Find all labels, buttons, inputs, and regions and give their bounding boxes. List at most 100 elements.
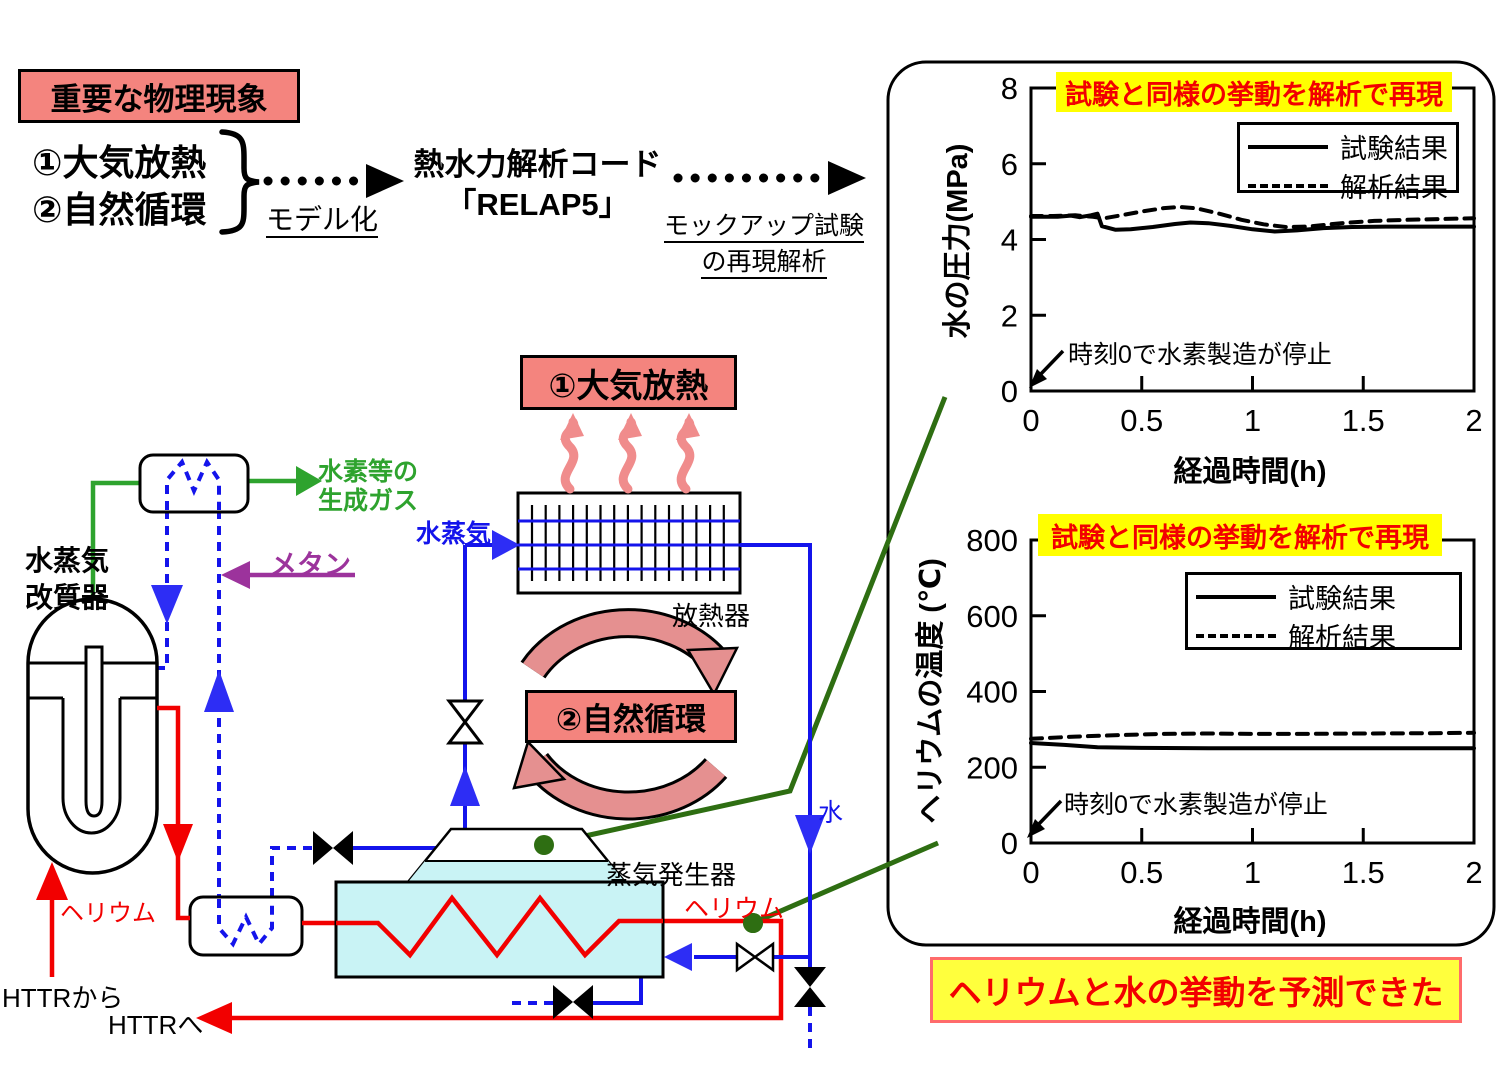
conclusion-text: ヘリウムと水の挙動を予測できた	[948, 974, 1444, 1011]
chart2-annotation: 時刻0で水素製造が停止	[1064, 791, 1328, 819]
valve-open-steam-icon	[445, 699, 485, 745]
httr-from-label: HTTRから	[2, 983, 124, 1013]
process-gas-coils	[165, 457, 274, 948]
atmospheric-release-box: ①大気放熱	[520, 355, 737, 410]
radiator	[516, 491, 742, 595]
mockup-arrow-label-line2: の再現解析	[658, 242, 870, 279]
y-tick-label: 800	[966, 523, 1018, 558]
dashed-line-sample-icon	[1196, 633, 1276, 638]
product-gas-label: 水素等の 生成ガス	[318, 458, 419, 515]
methane-pipe	[221, 561, 355, 589]
x-tick-label: 0.5	[1120, 855, 1163, 890]
chart1-xlabel: 経過時間(h)	[1173, 456, 1327, 488]
natural-circulation-box: ②自然循環	[525, 690, 737, 743]
y-tick-label: 200	[966, 750, 1018, 785]
x-tick-label: 1.5	[1342, 855, 1385, 890]
x-tick-label: 1	[1244, 403, 1261, 438]
httr-return-arrow-icon	[196, 1002, 232, 1034]
httr-to-label: HTTRへ	[108, 1010, 204, 1040]
legend-row-test: 試験結果	[1248, 127, 1448, 166]
key-phenomena-title: 重要な物理現象	[50, 81, 268, 117]
series-line-1	[1029, 730, 1476, 741]
result-panel-frame	[886, 60, 1496, 947]
chart2-banner: 試験と同様の挙動を解析で再現	[1038, 514, 1442, 556]
valve-closed-bottom-icon	[794, 967, 826, 1007]
helium-label-sg: ヘリウム	[684, 895, 785, 923]
conclusion-box: ヘリウムと水の挙動を予測できた	[930, 957, 1462, 1023]
phenomenon-1-label: ①大気放熱	[32, 142, 207, 183]
phenomenon-2-label: ②自然循環	[32, 189, 207, 230]
y-tick-label: 600	[966, 599, 1018, 634]
y-tick-label: 0	[1001, 826, 1018, 861]
annotation-arrow-top	[1029, 349, 1065, 388]
key-phenomena-title-box: 重要な物理現象	[18, 69, 300, 123]
methane-arrow-icon	[221, 561, 250, 589]
legend-row-test: 試験結果	[1196, 577, 1451, 616]
series-line-0	[1029, 211, 1476, 234]
y-tick-label: 4	[1001, 223, 1018, 258]
water-steam-pipes-dashed	[508, 1001, 812, 1050]
x-tick-label: 1	[1244, 855, 1261, 890]
valve-open-water-icon	[735, 941, 775, 973]
x-tick-label: 2	[1465, 855, 1482, 890]
process-gas-pipes	[157, 457, 313, 948]
product-gas-pipe	[90, 466, 322, 599]
dashed-line-sample-icon	[1248, 183, 1328, 188]
chart2-legend: 試験結果 解析結果	[1185, 572, 1462, 653]
chart1-banner: 試験と同様の挙動を解析で再現	[1056, 72, 1452, 112]
reformer-label: 水蒸気 改質器	[24, 545, 109, 613]
code-name-line1: 熱水力解析コード	[413, 147, 662, 182]
x-tick-label: 1.5	[1342, 403, 1385, 438]
legend-row-analysis: 解析結果	[1196, 616, 1451, 655]
brace-icon	[219, 129, 260, 235]
x-tick-label: 2	[1465, 403, 1482, 438]
heat-exchanger-top	[138, 453, 250, 514]
sensor-dot-temperature	[743, 913, 763, 933]
steam-right-arrow-icon	[492, 530, 520, 560]
heat-wave-arrows	[560, 413, 700, 494]
heat-exchanger-bottom	[188, 895, 304, 957]
helium-label-reformer: ヘリウム	[60, 900, 156, 927]
chart-helium-temperature: 0 0.5 1 1.5 2 0 200 400 600 800	[966, 523, 1482, 890]
steam-label: 水蒸気	[416, 520, 492, 548]
chart2-xlabel: 経過時間(h)	[1173, 906, 1327, 938]
gas-up-arrow-icon	[204, 670, 234, 712]
y-tick-label: 400	[966, 675, 1018, 710]
product-gas-arrow-icon	[296, 466, 322, 496]
water-down-arrow-icon	[795, 815, 825, 854]
chart1-legend: 試験結果 解析結果	[1237, 122, 1459, 203]
water-label: 水	[818, 799, 844, 827]
model-arrow-label: モデル化	[266, 198, 379, 238]
x-tick-label: 0	[1022, 403, 1039, 438]
steam-up-arrow-icon	[450, 766, 480, 806]
chart2-ylabel: ヘリウムの温度 (℃)	[915, 558, 947, 824]
x-tick-label: 0	[1022, 855, 1039, 890]
series-line-1	[1029, 204, 1476, 229]
helium-down-arrow-icon	[163, 824, 193, 862]
steam-generator-label: 蒸気発生器	[606, 860, 737, 890]
reformer-vessel	[26, 597, 159, 875]
circulation-arrows	[512, 608, 740, 821]
y-tick-label: 8	[1001, 71, 1018, 106]
dotted-arrow-modeling	[263, 164, 404, 198]
solid-line-sample-icon	[1196, 594, 1276, 599]
methane-label: メタン	[270, 550, 351, 580]
chart1-ylabel: 水の圧力(MPa)	[942, 143, 974, 339]
radiator-label: 放熱器	[672, 601, 751, 631]
dotted-arrow-mockup	[673, 161, 866, 195]
series-line-0	[1029, 741, 1476, 751]
valve-closed-drain-icon	[553, 985, 593, 1019]
gas-down-arrow-icon	[151, 585, 183, 624]
chart1-annotation: 時刻0で水素製造が停止	[1068, 341, 1332, 369]
y-tick-label: 6	[1001, 147, 1018, 182]
mockup-arrow-label-line1: モックアップ試験	[658, 206, 870, 243]
solid-line-sample-icon	[1248, 144, 1328, 149]
steam-generator	[334, 827, 665, 979]
y-tick-label: 2	[1001, 298, 1018, 333]
sensor-dot-pressure	[534, 835, 554, 855]
helium-up-arrow-icon	[36, 862, 68, 900]
x-tick-label: 0.5	[1120, 403, 1163, 438]
legend-row-analysis: 解析結果	[1248, 166, 1448, 205]
